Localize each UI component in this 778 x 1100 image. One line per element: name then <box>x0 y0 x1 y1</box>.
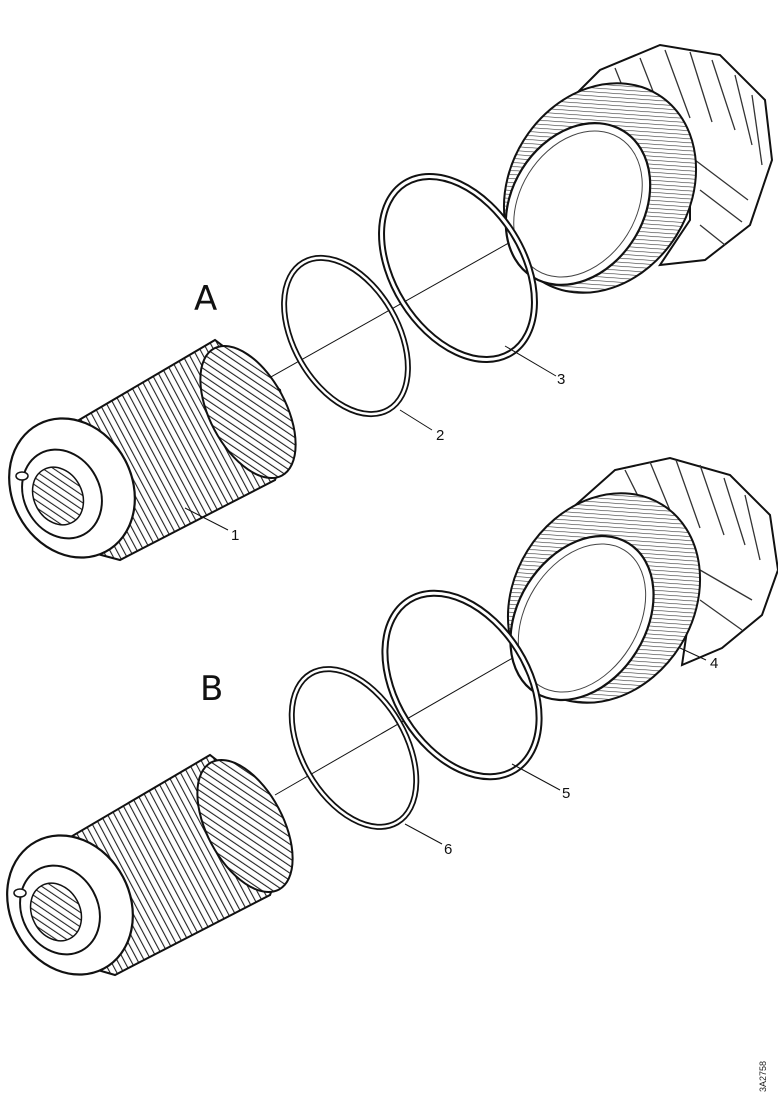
leader-5 <box>511 763 561 791</box>
section-a-label: A <box>194 279 217 319</box>
filter-cap-b <box>506 456 778 704</box>
reference-code: 3A2758 <box>758 1061 768 1092</box>
filter-element-a <box>8 338 297 562</box>
o-ring-3 <box>378 172 538 364</box>
o-ring-6 <box>288 666 420 830</box>
leader-1 <box>184 507 229 531</box>
callout-5: 5 <box>562 785 570 802</box>
section-b-label: B <box>200 669 223 709</box>
callout-3: 3 <box>557 371 565 388</box>
filter-element-b <box>6 753 294 977</box>
leader-4 <box>679 647 707 661</box>
o-ring-5 <box>381 589 543 781</box>
leader-2 <box>399 409 433 431</box>
section-b: B <box>6 456 778 977</box>
leader-6 <box>404 823 443 845</box>
filter-cap-a <box>502 43 774 294</box>
section-a: A <box>8 43 774 562</box>
callout-1: 1 <box>231 527 239 544</box>
callout-6: 6 <box>444 841 452 858</box>
callout-2: 2 <box>436 427 444 444</box>
callout-4: 4 <box>710 655 718 672</box>
o-ring-2 <box>281 254 411 418</box>
leader-3 <box>504 345 557 377</box>
